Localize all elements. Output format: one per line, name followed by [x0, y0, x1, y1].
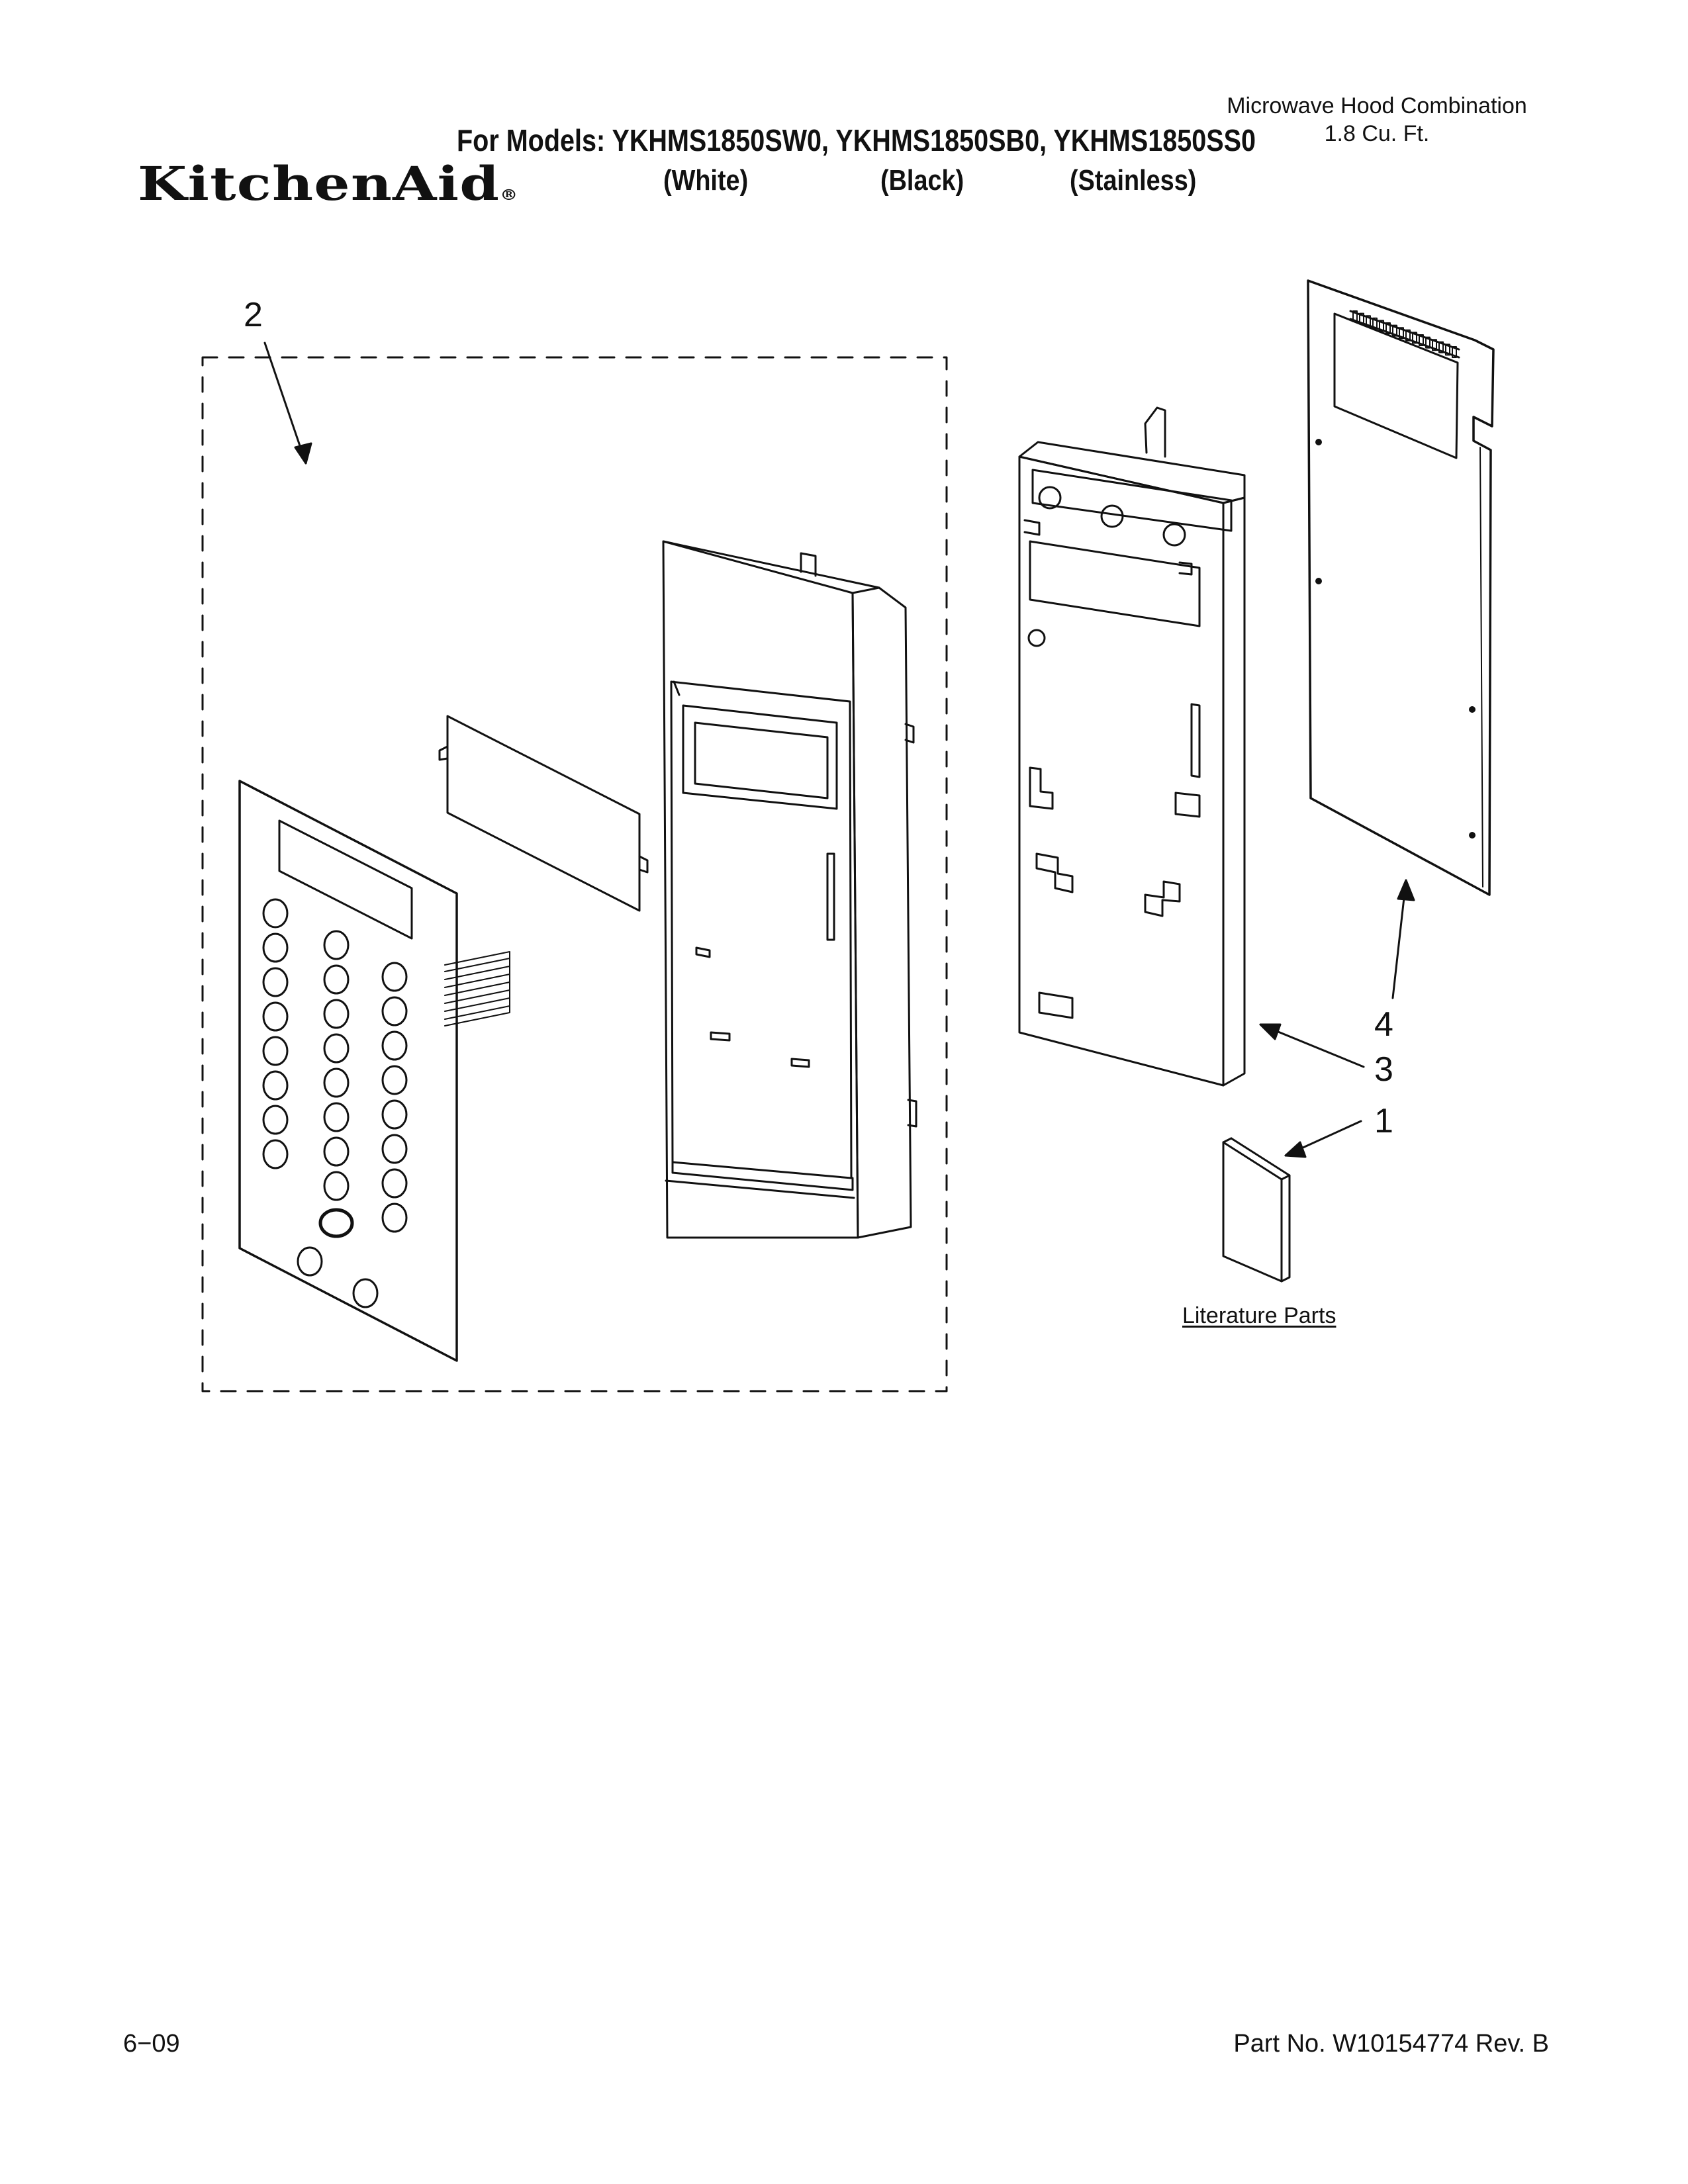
literature-parts-label: Literature Parts — [1182, 1303, 1336, 1328]
variant-stainless: (Stainless) — [1070, 164, 1197, 197]
ribbon-cable — [444, 951, 510, 1026]
keypad-button — [262, 1139, 289, 1169]
keypad-button — [262, 1105, 289, 1135]
keypad-button — [323, 1068, 350, 1098]
connector-pin — [1359, 312, 1364, 325]
keypad-button — [381, 1099, 408, 1130]
keypad-overlay — [238, 780, 510, 1362]
keypad-button — [262, 933, 289, 963]
keypad-button — [381, 996, 408, 1026]
connector-pin — [1392, 324, 1397, 337]
keypad-button — [381, 1065, 408, 1095]
connector-pin — [1352, 310, 1358, 322]
connector-pin — [1412, 332, 1417, 344]
support-bracket — [1018, 406, 1246, 1087]
control-panel-frame — [662, 540, 917, 1239]
display-window — [438, 715, 649, 912]
keypad-button — [262, 1036, 289, 1066]
keypad-button — [262, 967, 289, 997]
connector-pin — [1385, 322, 1391, 334]
connector-pins — [1352, 310, 1457, 358]
literature-booklet — [1222, 1137, 1291, 1283]
callout-1: 1 — [1374, 1102, 1393, 1140]
brand-wordmark: KitchenAid — [138, 156, 500, 211]
keypad-button — [262, 1001, 289, 1032]
keypad-button — [323, 999, 350, 1029]
keypad-button — [323, 1171, 350, 1201]
connector-pin — [1452, 346, 1457, 358]
variant-black: (Black) — [880, 164, 964, 197]
connector-pin — [1366, 315, 1371, 328]
callout-3: 3 — [1374, 1050, 1393, 1089]
keypad-button — [381, 1030, 408, 1061]
leader-arrow-3 — [1259, 1023, 1365, 1068]
variant-white: (White) — [663, 164, 749, 197]
keypad-button — [323, 1136, 350, 1167]
keypad-button — [323, 1033, 350, 1064]
connector-pin — [1399, 327, 1404, 340]
part-number: Part No. W10154774 Rev. B — [1233, 2030, 1549, 2058]
leader-arrow-4 — [1391, 879, 1415, 999]
keypad-button — [381, 1168, 408, 1199]
start-dial-button — [318, 1208, 354, 1238]
brand-logo: KitchenAid® — [138, 158, 518, 222]
brand-registered-mark: ® — [500, 187, 518, 204]
assembly-dashed-box — [201, 356, 948, 1392]
keypad-button — [381, 1203, 408, 1233]
connector-pin — [1405, 329, 1411, 341]
keypad-button — [323, 964, 350, 995]
capacity: 1.8 Cu. Ft. — [1324, 121, 1430, 146]
keypad-button — [381, 1134, 408, 1164]
connector-pin — [1438, 341, 1444, 353]
models-heading: For Models: YKHMS1850SW0, YKHMS1850SB0, … — [457, 123, 1256, 158]
connector-pin — [1419, 334, 1424, 346]
connector-pin — [1445, 343, 1450, 356]
leader-arrow-1 — [1284, 1120, 1362, 1158]
control-board — [1307, 279, 1495, 896]
keypad-button — [262, 1070, 289, 1101]
keypad-button — [381, 962, 408, 992]
connector-pin — [1372, 317, 1378, 330]
keypad-buttons — [262, 898, 408, 1308]
revision-date: 6−09 — [123, 2030, 180, 2058]
connector-pin — [1432, 339, 1437, 351]
product-line: Microwave Hood Combination — [1227, 93, 1527, 118]
keypad-button — [297, 1246, 323, 1277]
connector-pin — [1379, 320, 1384, 332]
callout-4: 4 — [1374, 1005, 1393, 1044]
keypad-button — [323, 1102, 350, 1132]
callout-2: 2 — [244, 296, 263, 334]
connector-pin — [1425, 336, 1430, 349]
leader-arrow-2 — [263, 341, 312, 465]
keypad-button — [352, 1278, 379, 1308]
keypad-button — [262, 898, 289, 929]
keypad-button — [323, 930, 350, 960]
